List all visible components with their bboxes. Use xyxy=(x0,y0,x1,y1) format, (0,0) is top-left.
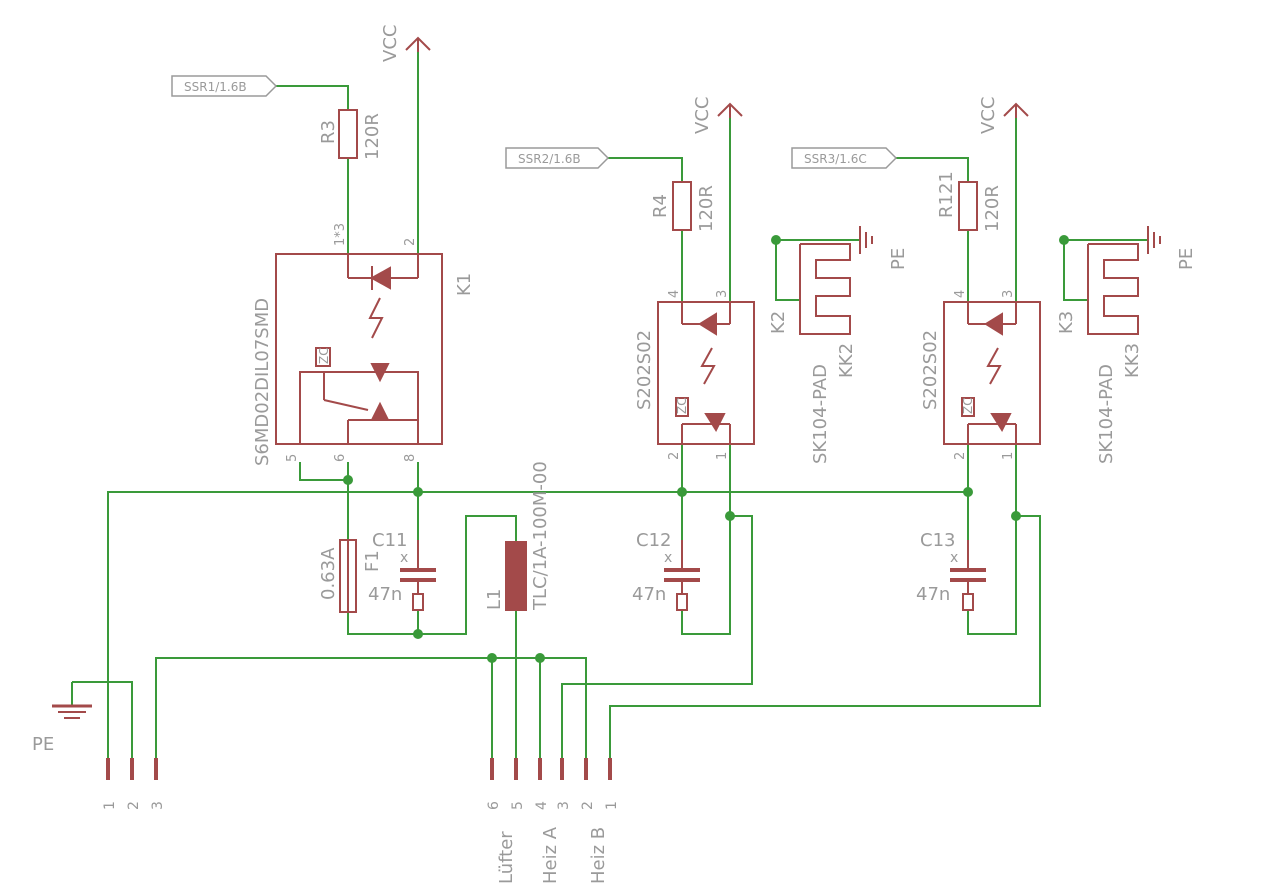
c11-x: x xyxy=(400,550,408,566)
ssr2-zc: ZC xyxy=(675,397,689,414)
resistors: R3 120R R4 120R R121 120R xyxy=(318,109,1003,232)
k2-label: K2 xyxy=(768,311,789,334)
ssr3-pin-1: 1 xyxy=(1001,452,1016,460)
fuse-inductor: F1 0.63A L1 TLC/1A-100M-00 xyxy=(318,461,551,613)
r4-value: 120R xyxy=(696,185,717,232)
k1-pin-8: 8 xyxy=(403,454,418,462)
capacitors: C11 x 47n C12 x 47n C13 x 47n xyxy=(368,530,986,611)
flag-ssr2: SSR2/1.6B xyxy=(518,152,581,166)
k1-pin-6: 6 xyxy=(333,454,348,462)
sk104-label-2: SK104-PAD xyxy=(1096,364,1117,464)
kk3-label: KK3 xyxy=(1122,343,1143,378)
conn-right-pin-2: 2 xyxy=(580,801,596,810)
vcc-label-1: VCC xyxy=(380,25,401,62)
flag-ssr3: SSR3/1.6C xyxy=(804,152,867,166)
r121-label: R121 xyxy=(936,171,957,218)
c11-value: 47n xyxy=(368,584,402,605)
ssr-flags: SSR1/1.6B SSR2/1.6B SSR3/1.6C xyxy=(171,75,898,169)
c13-label: C13 xyxy=(920,530,955,551)
junctions xyxy=(343,235,1069,663)
sk104-label-1: SK104-PAD xyxy=(810,364,831,464)
conn-right-pin-5: 5 xyxy=(510,801,526,810)
label-luefter: Lüfter xyxy=(496,831,517,884)
r3-value: 120R xyxy=(362,113,383,160)
k1-pin-2: 2 xyxy=(403,238,418,246)
k1-pin-5: 5 xyxy=(285,454,300,462)
c13-x: x xyxy=(950,550,958,566)
conn-left-pin-2: 2 xyxy=(126,801,142,810)
conn-right-pin-6: 6 xyxy=(486,801,502,810)
ssr2-pin-2: 2 xyxy=(667,452,682,460)
conn-right-pin-3: 3 xyxy=(556,801,572,810)
k1-label: K1 xyxy=(454,273,475,296)
vcc-label-2: VCC xyxy=(692,97,713,134)
pe-label-1: PE xyxy=(32,734,54,755)
r4-label: R4 xyxy=(650,194,671,218)
ssr3-part: S202S02 xyxy=(920,330,941,410)
f1-label: F1 xyxy=(362,550,383,572)
ssr2-pin-1: 1 xyxy=(715,452,730,460)
ssr2-pin-4: 4 xyxy=(667,290,682,298)
conn-right-pin-1: 1 xyxy=(604,801,620,810)
l1-value: TLC/1A-100M-00 xyxy=(530,461,551,611)
r3-label: R3 xyxy=(318,120,339,144)
pe-label-3: PE xyxy=(1176,248,1197,270)
c12-value: 47n xyxy=(632,584,666,605)
k1-optocoupler: ZC K1 S6MD02DIL07SMD 1*3 2 5 6 8 xyxy=(252,223,475,466)
ssr3-pin-3: 3 xyxy=(1001,290,1016,298)
r121-value: 120R xyxy=(982,185,1003,232)
conn-left-pin-3: 3 xyxy=(150,801,166,810)
ssr2-device: ZC S202S02 4 3 2 1 xyxy=(634,290,755,460)
heatsinks: PE K2 SK104-PAD KK2 PE K3 SK104-PAD KK3 xyxy=(768,226,1197,464)
ssr3-pin-4: 4 xyxy=(953,290,968,298)
ssr3-zc: ZC xyxy=(961,397,975,414)
l1-label: L1 xyxy=(484,589,505,610)
connectors: 1 2 3 6 5 4 3 2 1 Lüfter Heiz A Heiz B xyxy=(102,758,620,884)
f1-value: 0.63A xyxy=(318,547,339,600)
c13-value: 47n xyxy=(916,584,950,605)
conn-left-pin-1: 1 xyxy=(102,801,118,810)
c11-label: C11 xyxy=(372,530,407,551)
label-heiz-a: Heiz A xyxy=(540,826,561,884)
k1-part: S6MD02DIL07SMD xyxy=(252,298,273,466)
vcc-symbols: VCC VCC VCC xyxy=(380,25,1029,134)
pe-ground: PE xyxy=(32,704,92,755)
ssr3-device: ZC S202S02 4 3 2 1 xyxy=(920,290,1041,460)
flag-ssr1: SSR1/1.6B xyxy=(184,80,247,94)
conn-right-pin-4: 4 xyxy=(534,801,550,810)
ssr2-part: S202S02 xyxy=(634,330,655,410)
pe-label-2: PE xyxy=(888,248,909,270)
label-heiz-b: Heiz B xyxy=(588,827,609,884)
ssr2-pin-3: 3 xyxy=(715,290,730,298)
k3-label: K3 xyxy=(1056,311,1077,334)
k1-pin-1: 1*3 xyxy=(333,223,348,246)
c12-label: C12 xyxy=(636,530,671,551)
vcc-label-3: VCC xyxy=(978,97,999,134)
ssr3-pin-2: 2 xyxy=(953,452,968,460)
c12-x: x xyxy=(664,550,672,566)
wires xyxy=(71,52,1148,780)
k1-zc: ZC xyxy=(317,347,331,364)
kk2-label: KK2 xyxy=(836,343,857,378)
